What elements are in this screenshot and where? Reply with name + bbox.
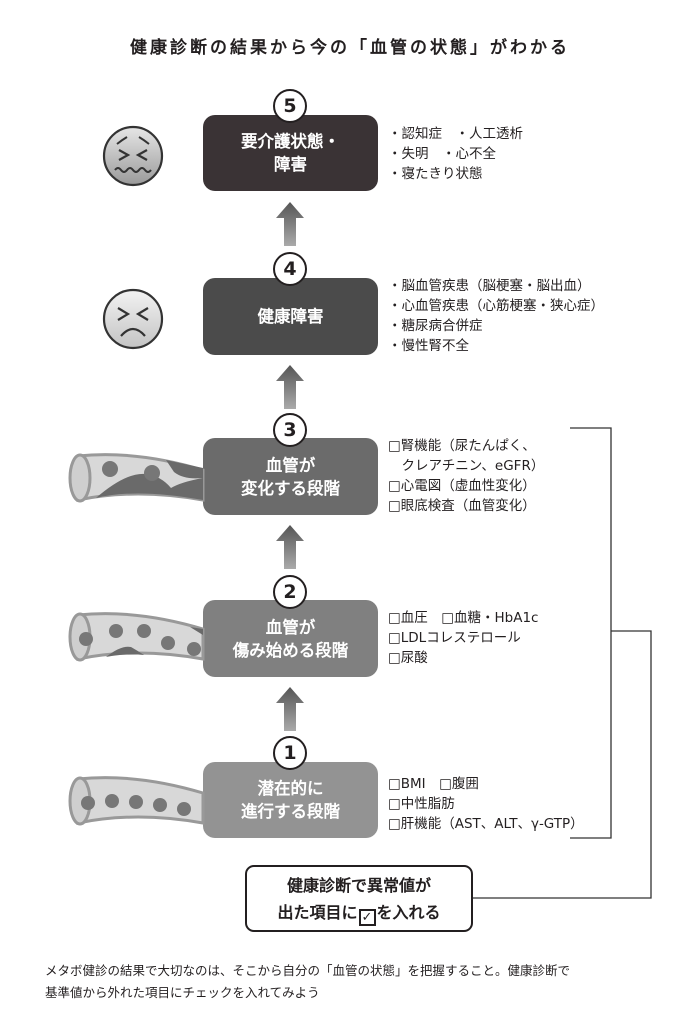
checklist-item[interactable]: □肝機能（AST、ALT、γ-GTP） xyxy=(388,816,584,832)
instruction-line-2: 出た項目に✓を入れる xyxy=(247,899,471,926)
caption: メタボ健診の結果で大切なのは、そこから自分の「血管の状態」を把握すること。健康診… xyxy=(45,960,675,1004)
list-item: ・寝たきり状態 xyxy=(388,166,483,182)
list-item: ・脳血管疾患（脳梗塞・脳出血） xyxy=(388,278,591,294)
checkbox-checked-icon: ✓ xyxy=(358,909,376,926)
stage-number-badge: 5 xyxy=(273,89,307,123)
stage-box: 血管が 傷み始める段階 xyxy=(203,600,378,677)
distressed-face-icon xyxy=(102,125,164,187)
caption-line-2: 基準値から外れた項目にチェックを入れてみよう xyxy=(45,985,320,1000)
checklist-item[interactable]: □尿酸 xyxy=(388,650,428,666)
stage-box: 健康障害 xyxy=(203,278,378,355)
stage-number-badge: 4 xyxy=(273,252,307,286)
stage-number-badge: 3 xyxy=(273,413,307,447)
stage-label: 健康障害 xyxy=(257,307,324,326)
stage-items: ・認知症 ・人工透析 ・失明 ・心不全 ・寝たきり状態 xyxy=(388,124,523,184)
instruction-text: を入れる xyxy=(376,903,441,922)
stage-number-badge: 1 xyxy=(273,736,307,770)
up-arrow-icon xyxy=(276,687,304,731)
list-item: ・糖尿病合併症 xyxy=(388,318,483,334)
instruction-line-1: 健康診断で異常値が xyxy=(286,876,431,895)
stage-items: □血圧 □血糖・HbA1c □LDLコレステロール □尿酸 xyxy=(388,608,538,668)
checklist-item[interactable]: □BMI □腹囲 xyxy=(388,776,479,792)
stage-items: ・脳血管疾患（脳梗塞・脳出血） ・心血管疾患（心筋梗塞・狭心症） ・糖尿病合併症… xyxy=(388,276,604,356)
list-item: ・慢性腎不全 xyxy=(388,338,469,354)
list-item: ・心血管疾患（心筋梗塞・狭心症） xyxy=(388,298,604,314)
up-arrow-icon xyxy=(276,365,304,409)
stage-box: 潜在的に 進行する段階 xyxy=(203,762,378,838)
stage-box: 血管が 変化する段階 xyxy=(203,438,378,515)
checklist-item[interactable]: □眼底検査（血管変化） xyxy=(388,498,536,514)
diagram-title: 健康診断の結果から今の「血管の状態」がわかる xyxy=(130,38,570,58)
list-item: ・失明 ・心不全 xyxy=(388,146,496,162)
checklist-item[interactable]: □腎機能（尿たんぱく、 xyxy=(388,438,536,454)
up-arrow-icon xyxy=(276,525,304,569)
blood-vessel-damage-icon xyxy=(68,612,205,662)
stage-items: □BMI □腹囲 □中性脂肪 □肝機能（AST、ALT、γ-GTP） xyxy=(388,774,584,834)
stage-label: 要介護状態・ 障害 xyxy=(241,132,340,174)
bracket-line xyxy=(570,427,612,839)
connector-line xyxy=(473,630,652,899)
caption-line-1: メタボ健診の結果で大切なのは、そこから自分の「血管の状態」を把握すること。健康診… xyxy=(45,963,571,978)
stage-items: □腎機能（尿たんぱく、 クレアチニン、eGFR） □心電図（虚血性変化） □眼底… xyxy=(388,436,544,516)
checklist-item[interactable]: □LDLコレステロール xyxy=(388,630,521,646)
stage-label: 潜在的に 進行する段階 xyxy=(241,779,340,821)
checklist-item[interactable]: □心電図（虚血性変化） xyxy=(388,478,536,494)
checklist-item-continued: クレアチニン、eGFR） xyxy=(388,458,545,474)
checklist-item[interactable]: □血圧 □血糖・HbA1c xyxy=(388,610,539,626)
stage-number-badge: 2 xyxy=(273,575,307,609)
stage-label: 血管が 変化する段階 xyxy=(241,455,340,498)
stage-box: 要介護状態・ 障害 xyxy=(203,115,378,191)
instruction-text: 出た項目に xyxy=(277,903,358,922)
list-item: ・認知症 ・人工透析 xyxy=(388,126,523,142)
up-arrow-icon xyxy=(276,202,304,246)
stage-label: 血管が 傷み始める段階 xyxy=(232,617,349,660)
blood-vessel-healthy-icon xyxy=(68,776,205,826)
blood-vessel-plaque-icon xyxy=(68,453,205,503)
checklist-item[interactable]: □中性脂肪 xyxy=(388,796,455,812)
instruction-box: 健康診断で異常値が 出た項目に✓を入れる xyxy=(245,865,473,932)
frowning-face-icon xyxy=(102,288,164,350)
